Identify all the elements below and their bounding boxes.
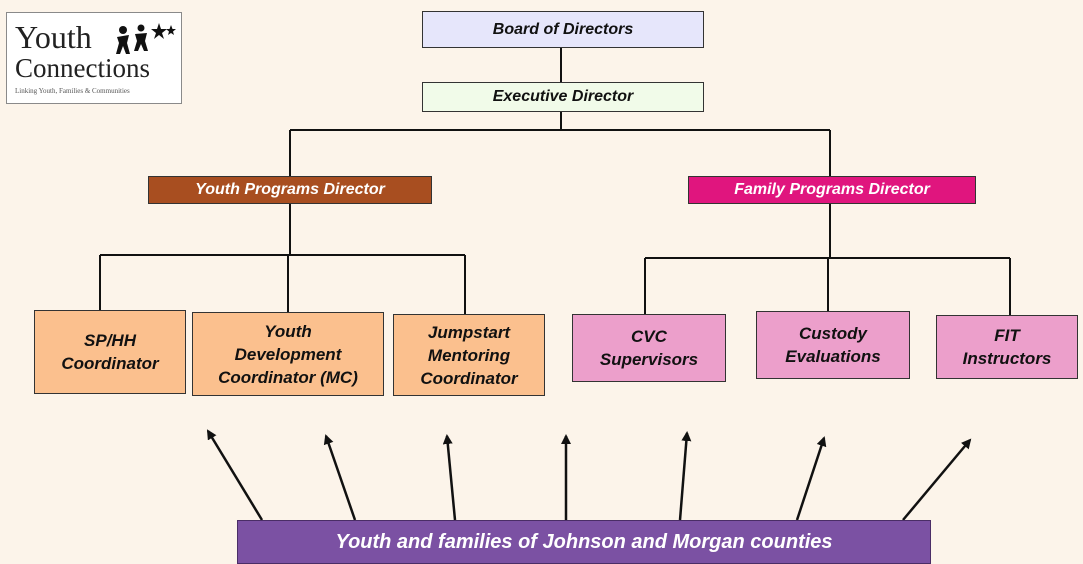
logo-line2: Connections bbox=[15, 53, 150, 83]
arrow-3 bbox=[442, 434, 457, 521]
logo-tagline: Linking Youth, Families & Communities bbox=[15, 87, 130, 95]
arrow-6 bbox=[795, 436, 827, 521]
youth-programs-director-box: Youth Programs Director bbox=[148, 176, 432, 204]
cvc-supervisors-box: CVC Supervisors bbox=[572, 314, 726, 382]
arrow-1 bbox=[206, 429, 264, 521]
youth-development-coordinator-box: Youth Development Coordinator (MC) bbox=[192, 312, 384, 396]
executive-director-box: Executive Director bbox=[422, 82, 704, 112]
sp-hh-coordinator-box: SP/HH Coordinator bbox=[34, 310, 186, 394]
arrow-2 bbox=[323, 434, 357, 521]
custody-evaluations-box: Custody Evaluations bbox=[756, 311, 910, 379]
youth-connections-logo: Youth Connections Linking Youth, Familie… bbox=[6, 12, 182, 104]
people-stars-icon bbox=[116, 23, 176, 54]
fit-instructors-box: FIT Instructors bbox=[936, 315, 1078, 379]
board-of-directors-box: Board of Directors bbox=[422, 11, 704, 48]
logo-line1: Youth bbox=[15, 19, 92, 55]
youth-and-families-box: Youth and families of Johnson and Morgan… bbox=[237, 520, 931, 564]
family-programs-director-box: Family Programs Director bbox=[688, 176, 976, 204]
arrow-7 bbox=[902, 438, 972, 521]
arrow-5 bbox=[678, 431, 692, 521]
jumpstart-mentoring-coordinator-box: Jumpstart Mentoring Coordinator bbox=[393, 314, 545, 396]
